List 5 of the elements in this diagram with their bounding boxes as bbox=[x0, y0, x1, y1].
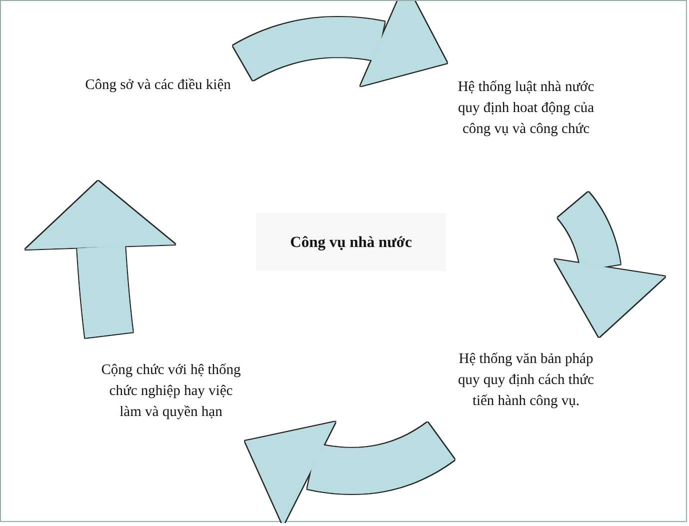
center-title: Công vụ nhà nước bbox=[290, 232, 412, 252]
node-label: Hệ thống văn bản pháp quy quy định cách thức tiến hành công vụ. bbox=[457, 350, 595, 410]
node-label: Công sở và các điều kiện bbox=[85, 76, 231, 94]
node-label: Hệ thống luật nhà nước quy định hoat động của công vụ và công chức bbox=[456, 78, 596, 138]
node-label: Cộng chức với hệ thống chức nghiệp hay việc làm và quyền hạn bbox=[100, 360, 242, 422]
